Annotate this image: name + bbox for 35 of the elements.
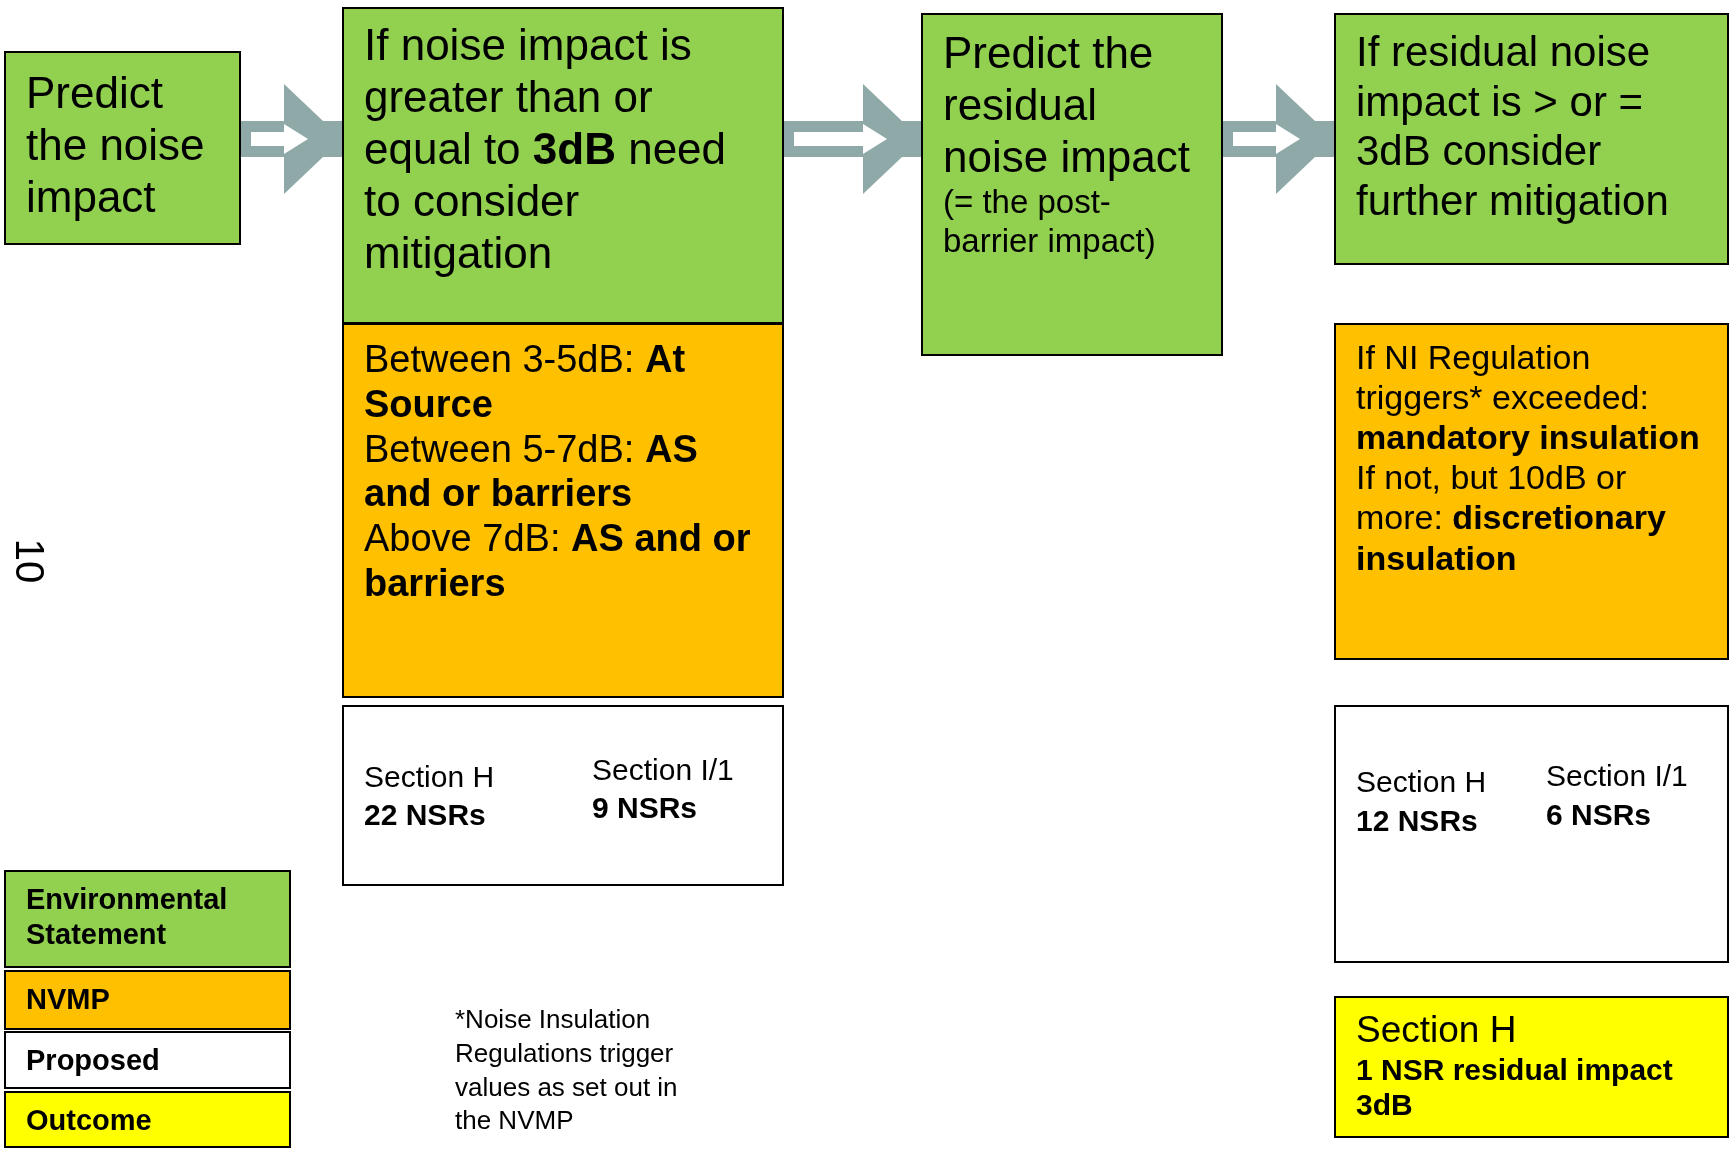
- process-box: [1334, 13, 1729, 265]
- page-number: 10: [7, 538, 54, 584]
- footnote: *Noise Insulation Regulations trigger values as set out in the NVMP: [455, 1003, 679, 1138]
- node-text: 22 NSRs: [364, 797, 486, 833]
- count-box: [1334, 705, 1729, 963]
- node-text: Above 7dB: AS and or barriers: [364, 516, 752, 606]
- process-box: [4, 51, 241, 245]
- legend-swatch: Outcome: [4, 1091, 291, 1148]
- node-text: Section H: [1356, 1008, 1518, 1052]
- node-text: Predict the noise impact: [26, 67, 206, 223]
- node-text: 12 NSRs: [1356, 803, 1478, 839]
- process-box: [342, 7, 784, 324]
- node-text: Section I/1: [1546, 758, 1688, 794]
- process-box: [921, 13, 1223, 356]
- node-text: If not, but 10dB or more: discretionary insulation: [1356, 457, 1667, 578]
- legend-swatch: Proposed: [4, 1031, 291, 1089]
- node-text: Between 3-5dB: At Source: [364, 337, 687, 427]
- node-text: If NI Regulation triggers* exceeded: mandatory insulation: [1356, 337, 1701, 458]
- node-text: (= the post-barrier impact): [943, 182, 1157, 261]
- legend-swatch: NVMP: [4, 970, 291, 1030]
- mitigation-box: [342, 323, 784, 698]
- node-text: Section H: [364, 759, 495, 795]
- node-text: If noise impact is greater than or equal to 3dB need to consider mitigation: [364, 19, 728, 279]
- legend-swatch: Environmental Statement: [4, 870, 291, 968]
- node-text: Between 5-7dB: AS and or barriers: [364, 426, 699, 517]
- node-text: Section H: [1356, 764, 1487, 800]
- node-text: 6 NSRs: [1546, 797, 1652, 833]
- mitigation-box: [1334, 323, 1729, 660]
- node-text: 1 NSR residual impact 3dB: [1356, 1051, 1674, 1123]
- node-text: Section I/1: [592, 752, 734, 788]
- node-text: Predict the residual noise impact: [943, 27, 1191, 183]
- outcome-box: [1334, 996, 1729, 1138]
- node-text: If residual noise impact is > or = 3dB consider further mitigation: [1356, 27, 1670, 226]
- count-box: [342, 705, 784, 886]
- node-text: 9 NSRs: [592, 790, 698, 826]
